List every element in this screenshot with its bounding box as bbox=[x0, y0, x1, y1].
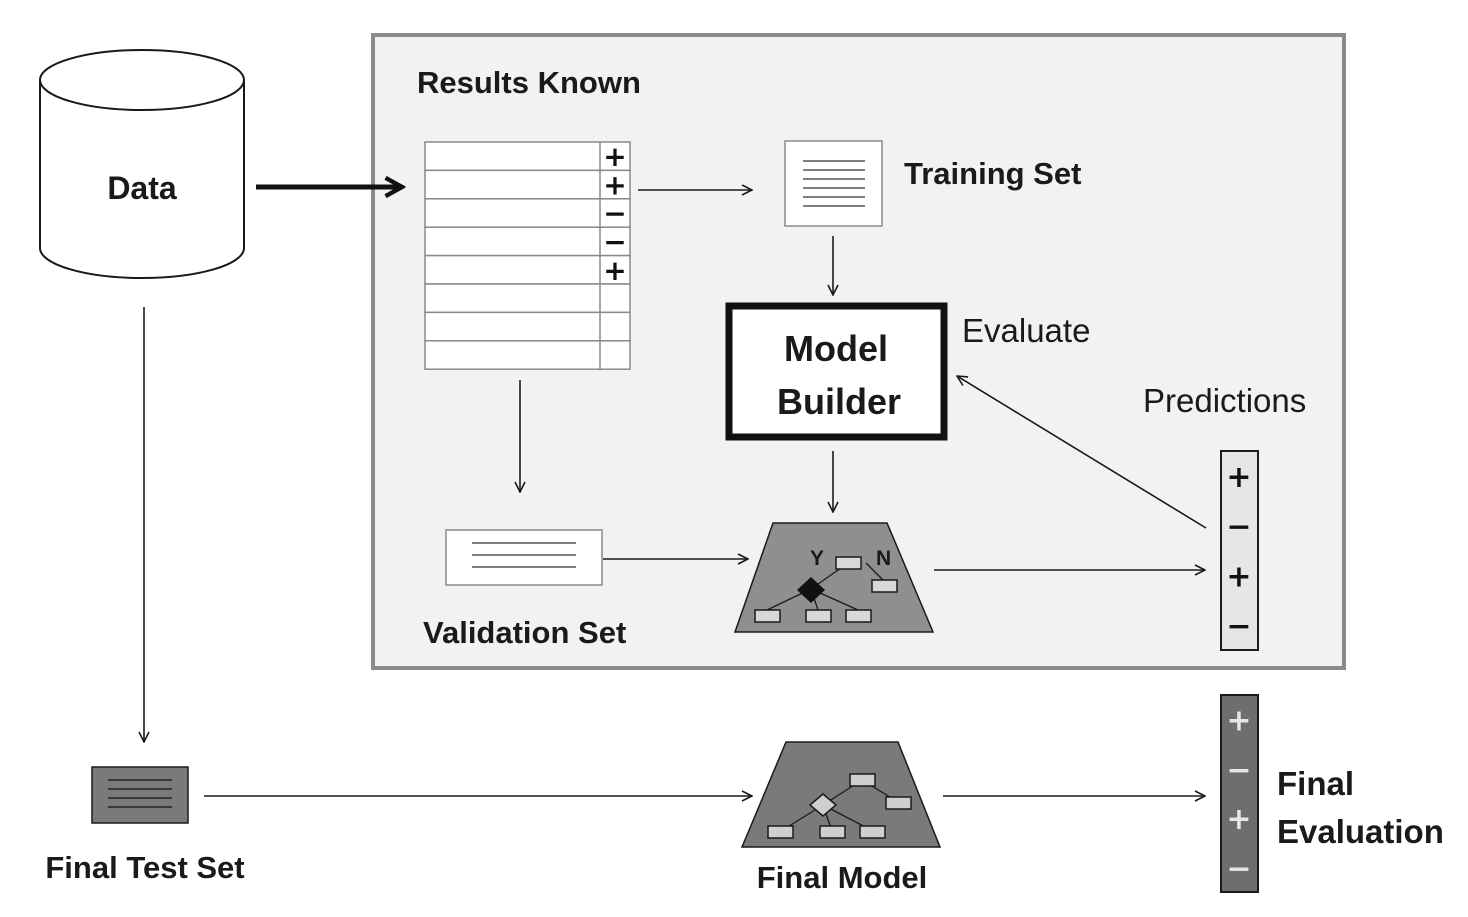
model-builder-label-line2: Builder bbox=[777, 381, 901, 422]
data-cylinder-icon bbox=[39, 49, 245, 279]
results-table: ++−−+ bbox=[424, 140, 631, 370]
predictions-column: + − + − bbox=[1220, 450, 1259, 651]
training-set-label: Training Set bbox=[904, 156, 1081, 191]
validation-set-label: Validation Set bbox=[423, 615, 626, 650]
prediction-sign: + bbox=[1226, 460, 1251, 495]
results-table-row bbox=[424, 141, 631, 172]
data-label: Data bbox=[107, 170, 177, 206]
prediction-sign: + bbox=[1226, 559, 1251, 594]
tree-no-label: N bbox=[876, 547, 891, 570]
results-known-title: Results Known bbox=[417, 65, 641, 100]
final-evaluation-label-line2: Evaluation bbox=[1277, 813, 1444, 850]
predictions-to-builder-arrow bbox=[957, 376, 1207, 529]
results-table-row bbox=[424, 340, 631, 370]
final-evaluation-sign: − bbox=[1226, 753, 1251, 788]
final-test-set-label: Final Test Set bbox=[45, 850, 244, 885]
prediction-sign: − bbox=[1226, 609, 1251, 644]
decision-tree-model-icon bbox=[733, 522, 935, 633]
predictions-label: Predictions bbox=[1143, 382, 1306, 419]
final-evaluation-column: + − + − bbox=[1220, 694, 1259, 893]
model-builder-label-line1: Model bbox=[784, 328, 888, 369]
model-builder-box bbox=[725, 302, 948, 441]
training-set-document-icon bbox=[784, 140, 883, 227]
final-model-tree-icon bbox=[740, 741, 942, 848]
final-test-set-document-icon bbox=[91, 766, 189, 824]
results-table-row bbox=[424, 169, 631, 200]
final-evaluation-label-line1: Final bbox=[1277, 765, 1354, 802]
results-table-row bbox=[424, 226, 631, 257]
results-table-row bbox=[424, 311, 631, 342]
results-table-sign: − bbox=[603, 225, 626, 258]
final-evaluation-sign: + bbox=[1226, 704, 1251, 739]
prediction-sign: − bbox=[1226, 510, 1251, 545]
validation-set-document-icon bbox=[445, 529, 603, 586]
results-table-sign: + bbox=[603, 254, 626, 287]
final-evaluation-sign: − bbox=[1226, 851, 1251, 886]
final-model-label: Final Model bbox=[757, 860, 928, 895]
final-evaluation-sign: + bbox=[1226, 802, 1251, 837]
evaluate-label: Evaluate bbox=[962, 312, 1090, 349]
results-table-sign: + bbox=[603, 140, 626, 173]
results-table-sign: − bbox=[603, 197, 626, 230]
results-table-sign: + bbox=[603, 169, 626, 202]
tree-yes-label: Y bbox=[810, 547, 824, 570]
